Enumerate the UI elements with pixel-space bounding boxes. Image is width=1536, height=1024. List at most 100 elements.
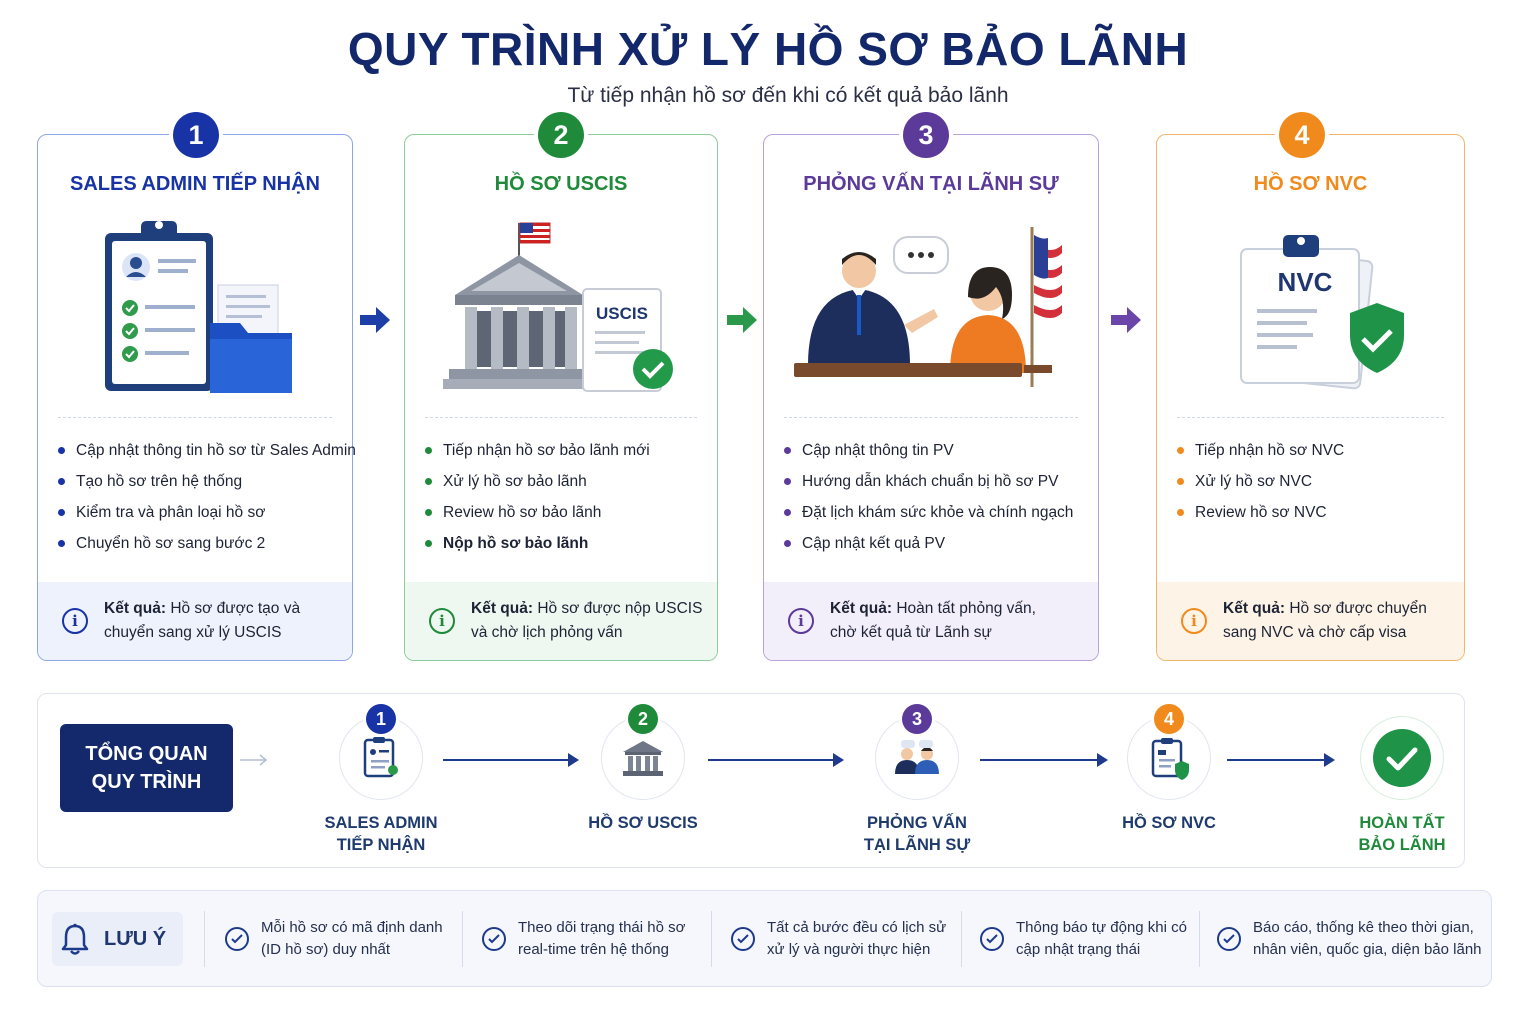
overview-step-1: 1 SALES ADMIN TIẾP NHẬN xyxy=(301,704,461,856)
clipboard-icon xyxy=(363,737,398,778)
step-number-badge: 1 xyxy=(173,112,219,158)
check-icon xyxy=(731,927,755,951)
overview-title: TỔNG QUAN QUY TRÌNH xyxy=(60,724,233,812)
notes-bar: LƯU Ý Mỗi hồ sơ có mã định danh(ID hồ sơ… xyxy=(37,890,1492,987)
step-items-list: Cập nhật thông tin PV Hướng dẫn khách ch… xyxy=(784,435,1088,559)
check-icon xyxy=(225,927,249,951)
interview-icon xyxy=(895,740,939,774)
overview-step-3: 3 PHỎNG VẤN TẠI LÃNH SỰ xyxy=(837,704,997,856)
result-box: i Kết quả: Hoàn tất phỏng vấn,chờ kết qu… xyxy=(764,582,1098,660)
check-circle-icon xyxy=(1373,729,1431,787)
divider xyxy=(961,911,962,967)
divider xyxy=(784,417,1078,418)
divider xyxy=(1177,417,1444,418)
step-title: HỒ SƠ USCIS xyxy=(494,173,628,195)
info-icon: i xyxy=(62,608,88,634)
government-building-icon xyxy=(623,741,663,776)
step-number-badge: 1 xyxy=(366,704,396,734)
divider xyxy=(1199,911,1200,967)
overview-step-label: SALES ADMIN xyxy=(324,814,438,832)
arrow-right-icon xyxy=(1111,307,1141,333)
list-item: Review hồ sơ bảo lãnh xyxy=(425,497,707,528)
nvc-clipboard-shield-icon: NVC xyxy=(1157,215,1464,405)
info-icon: i xyxy=(429,608,455,634)
list-item: Cập nhật kết quả PV xyxy=(784,528,1088,559)
divider xyxy=(204,911,205,967)
arrow-right-icon xyxy=(240,754,268,766)
overview-step-label: PHỎNG VẤN xyxy=(867,814,967,832)
notes-title: LƯU Ý xyxy=(104,927,167,950)
step-card-4: 4 HỒ SƠ NVC NVC Tiếp nhận hồ sơ NVC Xử l… xyxy=(1156,112,1465,661)
info-icon: i xyxy=(788,608,814,634)
step-title: HỒ SƠ NVC xyxy=(1253,173,1368,195)
list-item: Cập nhật thông tin hồ sơ từ Sales Admin xyxy=(58,435,356,466)
overview-step-2: 2 HỒ SƠ USCIS xyxy=(563,704,723,834)
step-card-1: 1 SALES ADMIN TIẾP NHẬN C xyxy=(37,112,356,661)
divider xyxy=(425,417,697,418)
divider xyxy=(711,911,712,967)
step-number-badge: 3 xyxy=(902,704,932,734)
list-item: Đặt lịch khám sức khỏe và chính ngạch xyxy=(784,497,1088,528)
note-item: Báo cáo, thống kê theo thời gian,nhân vi… xyxy=(1217,911,1482,967)
check-icon xyxy=(980,927,1004,951)
step-number-badge: 2 xyxy=(628,704,658,734)
process-overview: TỔNG QUAN QUY TRÌNH 1 SALES ADMIN TIẾP NH… xyxy=(37,693,1465,868)
arrow-right-icon xyxy=(727,307,757,333)
check-icon xyxy=(482,927,506,951)
divider xyxy=(58,417,332,418)
arrow-right-icon xyxy=(360,307,390,333)
flow-arrow xyxy=(980,753,1108,767)
list-item: Nộp hồ sơ bảo lãnh xyxy=(425,528,707,559)
nvc-clipboard-icon xyxy=(1151,738,1189,780)
interview-icon xyxy=(764,215,1098,405)
list-item: Tạo hồ sơ trên hệ thống xyxy=(58,466,342,497)
step-number-badge: 4 xyxy=(1154,704,1184,734)
note-item: Mỗi hồ sơ có mã định danh(ID hồ sơ) duy … xyxy=(225,911,443,967)
step-card-3: 3 PHỎNG VẤN TẠI LÃNH SỰ Cập nhật xyxy=(763,112,1099,661)
list-item: Tiếp nhận hồ sơ NVC xyxy=(1177,435,1454,466)
info-icon: i xyxy=(1181,608,1207,634)
list-item: Chuyển hồ sơ sang bước 2 xyxy=(58,528,342,559)
step-title: SALES ADMIN TIẾP NHẬN xyxy=(69,173,321,195)
step-number-badge: 3 xyxy=(903,112,949,158)
overview-step-label: HOÀN TẤT xyxy=(1359,814,1445,832)
uscis-label: USCIS xyxy=(596,304,648,323)
overview-step-label: TẠI LÃNH SỰ xyxy=(863,836,971,854)
overview-step-label: BẢO LÃNH xyxy=(1358,836,1446,854)
step-card-2: 2 HỒ SƠ USCIS USCIS Tiếp nhận hồ sơ bảo … xyxy=(404,112,718,661)
list-item: Tiếp nhận hồ sơ bảo lãnh mới xyxy=(425,435,707,466)
flow-arrow xyxy=(708,753,844,767)
step-items-list: Tiếp nhận hồ sơ bảo lãnh mới Xử lý hồ sơ… xyxy=(425,435,707,559)
step-items-list: Cập nhật thông tin hồ sơ từ Sales Admin … xyxy=(58,435,356,559)
list-item: Kiểm tra và phân loại hồ sơ xyxy=(58,497,342,528)
list-item: Hướng dẫn khách chuẩn bị hồ sơ PV xyxy=(784,466,1088,497)
list-item: Xử lý hồ sơ NVC xyxy=(1177,466,1454,497)
government-building-icon: USCIS xyxy=(405,215,717,405)
overview-step-4: 4 HỒ SƠ NVC xyxy=(1089,704,1249,834)
list-item: Xử lý hồ sơ bảo lãnh xyxy=(425,466,707,497)
bell-icon xyxy=(61,923,89,955)
overview-step-label: TIẾP NHẬN xyxy=(336,836,426,854)
clipboard-folder-icon xyxy=(38,215,352,405)
page-subtitle: Từ tiếp nhận hồ sơ đến khi có kết quả bả… xyxy=(567,84,1009,107)
step-title: PHỎNG VẤN TẠI LÃNH SỰ xyxy=(803,173,1059,195)
overview-step-label: HỒ SƠ USCIS xyxy=(588,814,698,832)
divider xyxy=(462,911,463,967)
step-items-list: Tiếp nhận hồ sơ NVC Xử lý hồ sơ NVC Revi… xyxy=(1177,435,1454,528)
flow-arrow xyxy=(443,753,579,767)
check-icon xyxy=(1217,927,1241,951)
nvc-label: NVC xyxy=(1278,267,1333,297)
step-number-badge: 2 xyxy=(538,112,584,158)
page-title: QUY TRÌNH XỬ LÝ HỒ SƠ BẢO LÃNH xyxy=(347,23,1189,75)
list-item: Review hồ sơ NVC xyxy=(1177,497,1454,528)
flow-arrow xyxy=(1227,753,1335,767)
overview-step-done: HOÀN TẤT BẢO LÃNH xyxy=(1322,716,1482,856)
step-number-badge: 4 xyxy=(1279,112,1325,158)
list-item: Cập nhật thông tin PV xyxy=(784,435,1088,466)
